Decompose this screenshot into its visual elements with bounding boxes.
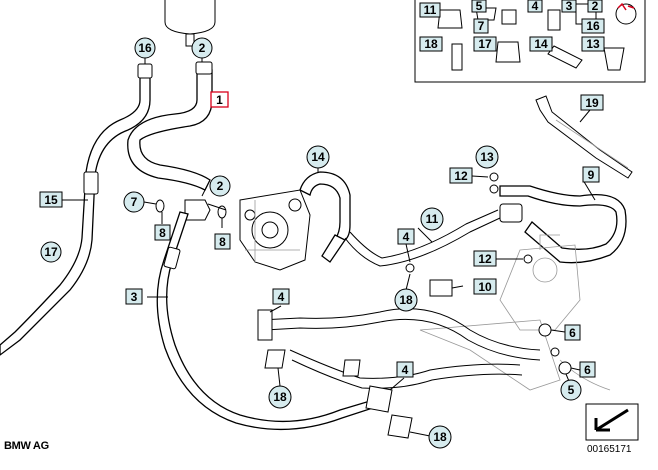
svg-text:3: 3 <box>131 290 138 304</box>
svg-text:13: 13 <box>586 37 600 51</box>
callout-3[interactable]: 3 <box>125 288 143 305</box>
svg-text:18: 18 <box>399 293 413 307</box>
legend-part-13-bolt <box>603 47 625 71</box>
callout-18-top[interactable]: 18 <box>394 288 418 312</box>
callout-14[interactable]: 14 <box>306 145 330 169</box>
legend-part-11-nut <box>437 9 463 29</box>
svg-text:5: 5 <box>476 0 483 13</box>
svg-text:4: 4 <box>278 290 285 304</box>
svg-text:5: 5 <box>568 383 575 397</box>
reservoir <box>164 0 216 47</box>
callout-9[interactable]: 9 <box>582 166 600 183</box>
svg-text:17: 17 <box>478 37 492 51</box>
legend-label-11[interactable]: 11 <box>419 2 441 18</box>
hose-14 <box>299 171 501 267</box>
legend-label-16[interactable]: 16 <box>581 18 605 34</box>
svg-text:4: 4 <box>403 230 410 244</box>
callout-2-top[interactable]: 2 <box>191 37 213 59</box>
svg-text:18: 18 <box>273 390 287 404</box>
hose-9 <box>499 185 627 264</box>
svg-text:14: 14 <box>311 150 325 164</box>
callout-1[interactable]: 1 <box>210 91 229 108</box>
legend-label-5[interactable]: 5 <box>471 0 487 13</box>
legend-part-14-bracket <box>547 45 583 69</box>
pump-fittings <box>155 199 227 221</box>
svg-text:8: 8 <box>159 226 166 240</box>
lower-lines <box>257 308 541 439</box>
callout-17-left[interactable]: 17 <box>40 241 62 263</box>
svg-text:13: 13 <box>480 150 494 164</box>
svg-text:1: 1 <box>216 93 223 107</box>
svg-text:10: 10 <box>478 280 492 294</box>
svg-text:4: 4 <box>532 0 539 13</box>
steering-pump <box>239 189 311 271</box>
callout-6-top[interactable]: 6 <box>564 324 581 341</box>
callout-8-right[interactable]: 8 <box>214 233 231 250</box>
svg-text:8: 8 <box>219 235 226 249</box>
callout-18-mid[interactable]: 18 <box>268 385 292 409</box>
svg-text:18: 18 <box>424 37 438 51</box>
legend-part-17-clip <box>495 41 521 63</box>
legend-label-4[interactable]: 4 <box>527 0 543 13</box>
callout-8-left[interactable]: 8 <box>154 224 171 241</box>
legend-label-2[interactable]: 2 <box>587 0 603 13</box>
svg-text:11: 11 <box>426 212 439 226</box>
callout-7[interactable]: 7 <box>123 191 145 213</box>
svg-text:19: 19 <box>585 96 599 110</box>
legend-part-7-ring <box>501 9 517 25</box>
callout-15[interactable]: 15 <box>39 191 63 208</box>
callout-12-mid[interactable]: 12 <box>473 250 497 267</box>
clip-strap <box>535 95 633 179</box>
callout-2-mid[interactable]: 2 <box>209 175 231 197</box>
callout-6-bottom[interactable]: 6 <box>579 361 596 378</box>
suction-hose <box>127 61 213 191</box>
svg-text:3: 3 <box>566 0 573 13</box>
legend-part-4-bolt <box>547 9 561 31</box>
o-rings <box>405 172 572 375</box>
svg-text:15: 15 <box>44 193 58 207</box>
callout-4-bottom[interactable]: 4 <box>396 361 414 378</box>
svg-text:11: 11 <box>424 3 437 17</box>
svg-text:4: 4 <box>402 363 409 377</box>
svg-text:6: 6 <box>569 326 576 340</box>
svg-text:7: 7 <box>131 195 138 209</box>
callout-16[interactable]: 16 <box>134 37 156 59</box>
callout-4-mid[interactable]: 4 <box>272 288 290 305</box>
brand-label: BMW AG <box>4 440 49 452</box>
legend-label-13[interactable]: 13 <box>581 36 605 52</box>
callout-5[interactable]: 5 <box>560 379 582 401</box>
svg-text:18: 18 <box>433 430 447 444</box>
legend-part-18-bolt <box>451 43 463 71</box>
svg-text:17: 17 <box>44 245 58 259</box>
callout-11[interactable]: 11 <box>420 207 444 231</box>
footer-arrow-panel <box>585 403 639 441</box>
svg-text:2: 2 <box>592 0 599 13</box>
legend-label-18[interactable]: 18 <box>419 36 443 52</box>
callout-12-top[interactable]: 12 <box>449 167 473 184</box>
legend-part-2-clamp <box>615 3 637 25</box>
callout-10[interactable]: 10 <box>473 278 497 295</box>
svg-text:14: 14 <box>534 37 548 51</box>
legend-label-3[interactable]: 3 <box>561 0 577 13</box>
legend-label-7[interactable]: 7 <box>473 18 489 34</box>
svg-text:12: 12 <box>478 252 492 266</box>
svg-text:2: 2 <box>217 179 224 193</box>
svg-text:2: 2 <box>199 41 206 55</box>
legend-label-17[interactable]: 17 <box>473 36 497 52</box>
svg-text:6: 6 <box>584 363 591 377</box>
return-hose-left <box>0 63 153 356</box>
callout-13[interactable]: 13 <box>475 145 499 169</box>
callout-4-top[interactable]: 4 <box>397 228 415 245</box>
reference-number: 00165171 <box>587 444 632 455</box>
callout-18-bottom[interactable]: 18 <box>428 425 452 449</box>
svg-text:16: 16 <box>586 19 600 33</box>
legend-label-14[interactable]: 14 <box>529 36 553 52</box>
svg-text:16: 16 <box>138 41 152 55</box>
svg-text:12: 12 <box>454 169 468 183</box>
leader-lines <box>62 58 596 437</box>
callout-19[interactable]: 19 <box>580 94 604 111</box>
svg-text:9: 9 <box>588 168 595 182</box>
svg-text:7: 7 <box>478 19 485 33</box>
